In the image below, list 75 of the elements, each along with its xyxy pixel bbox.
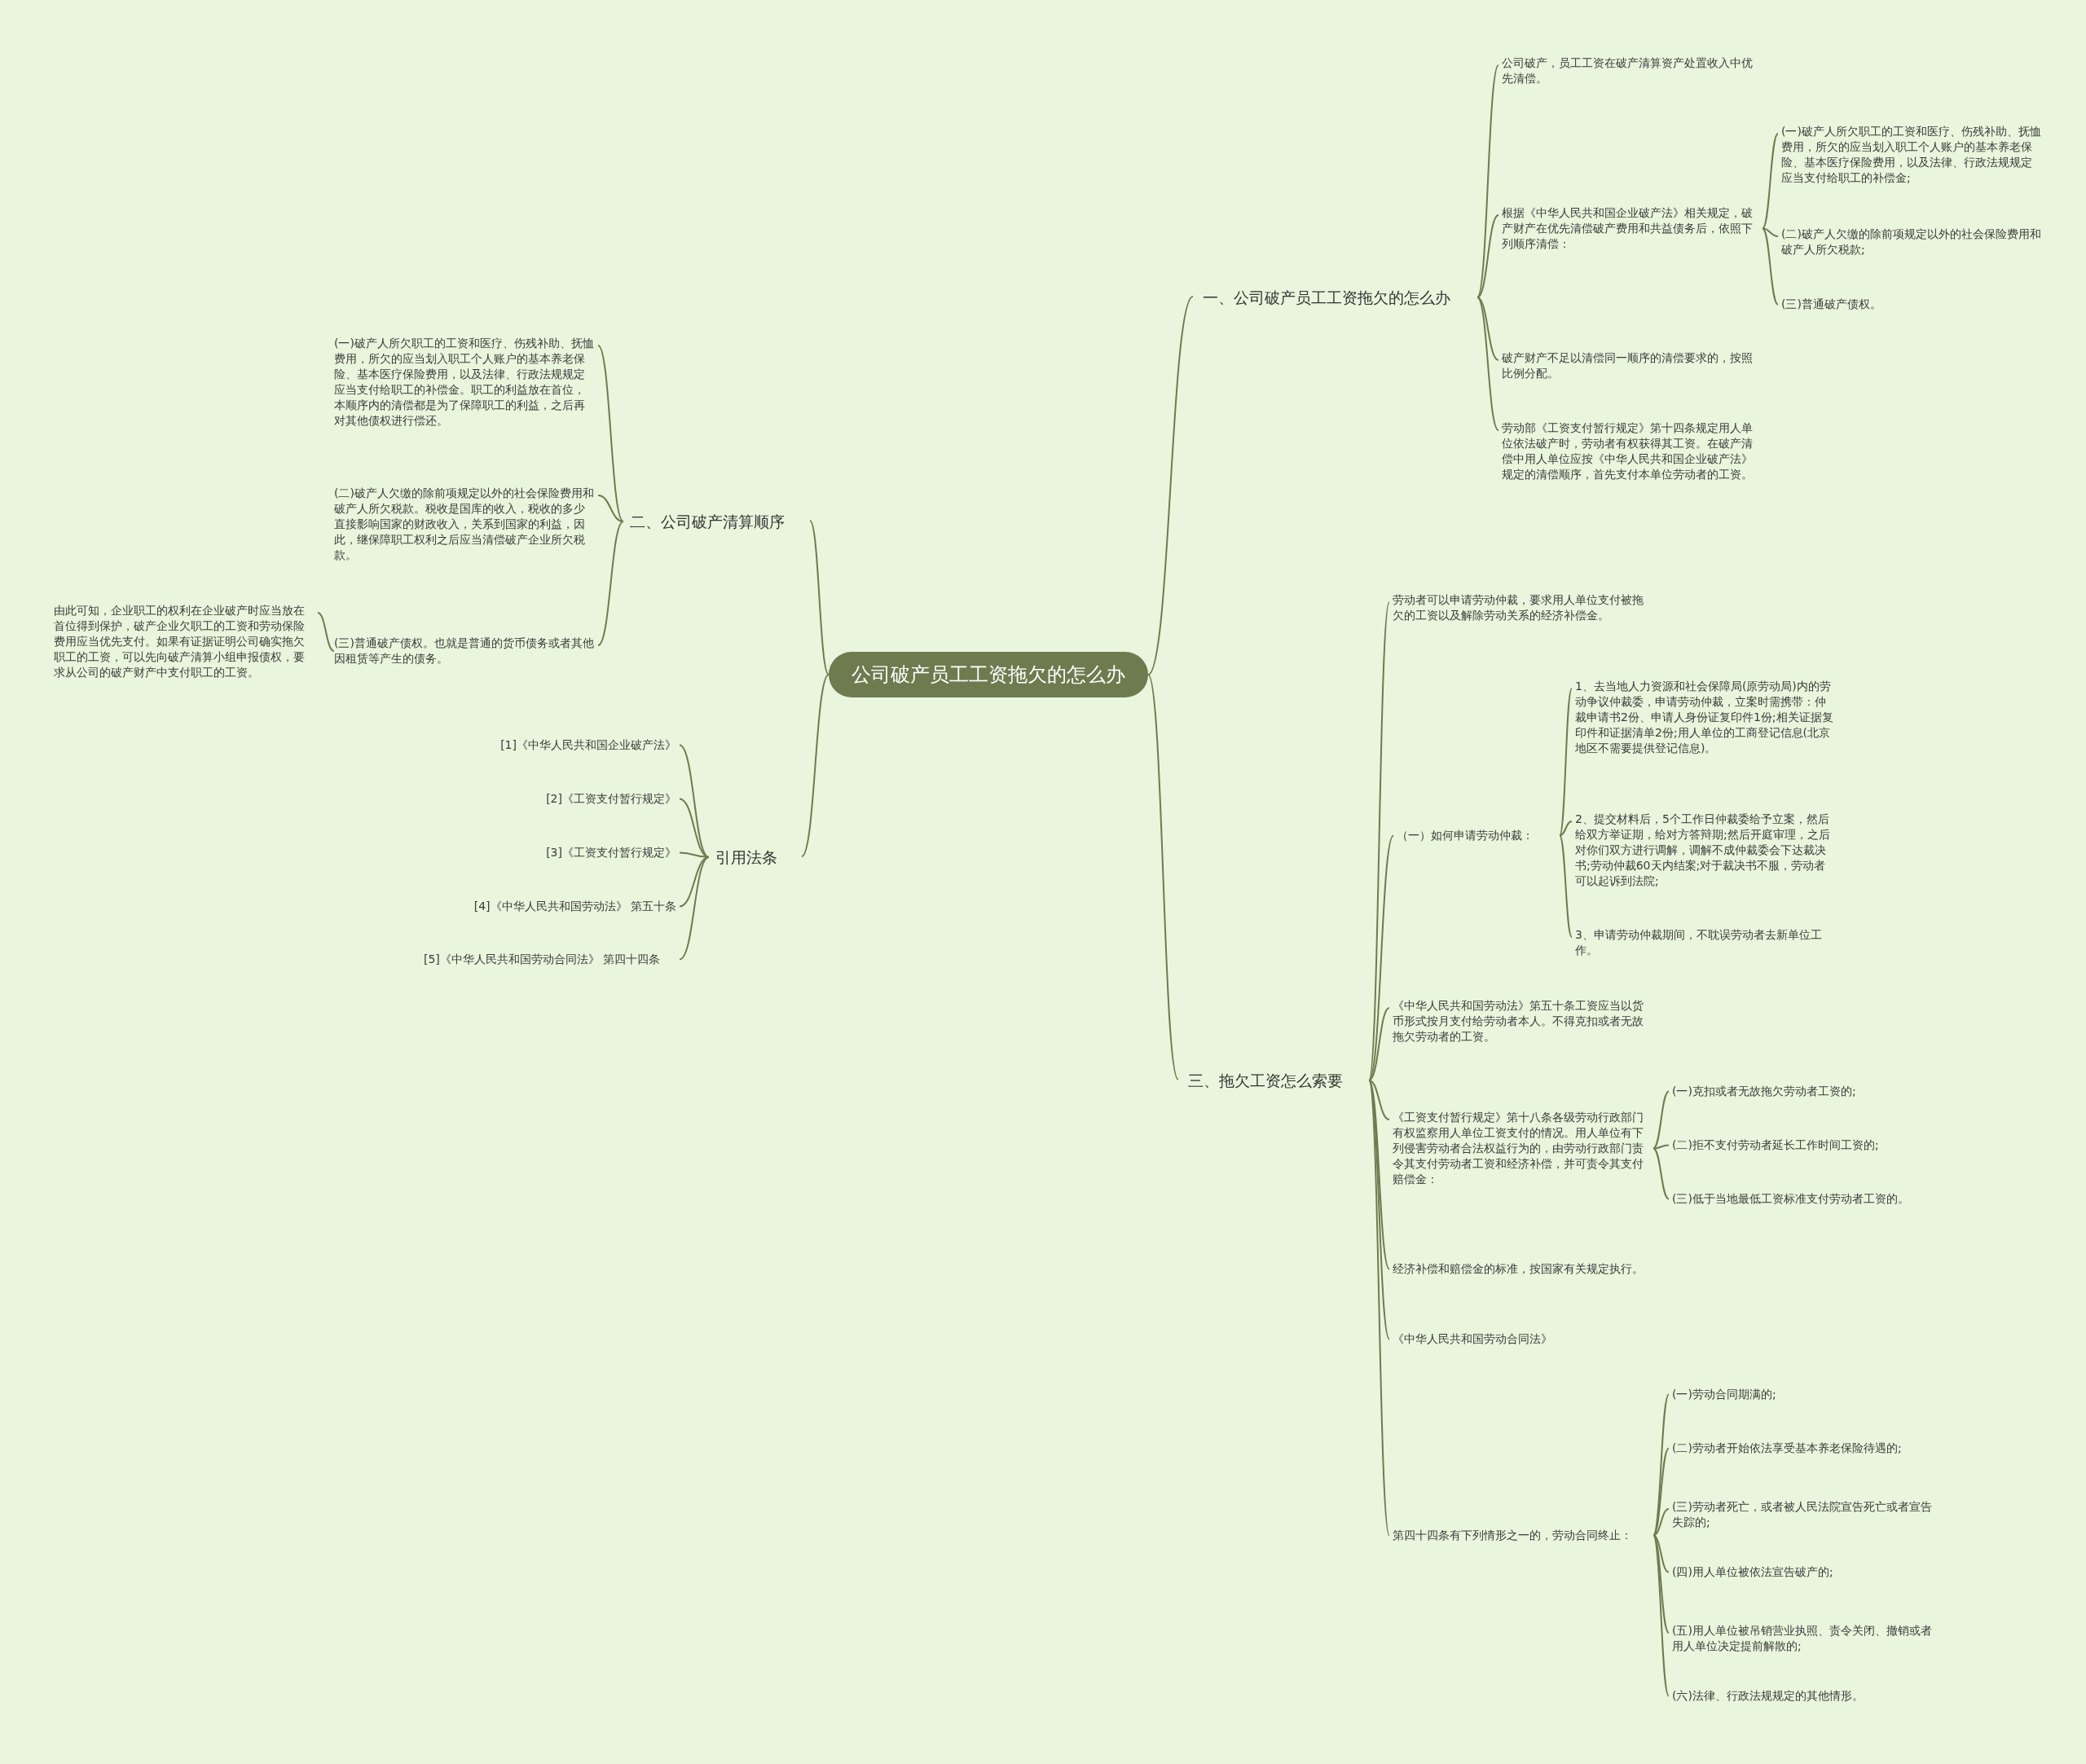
topic-text: [1]《中华人民共和国企业破产法》 <box>407 737 676 753</box>
topic-text: (三)劳动者死亡，或者被人民法院宣告死亡或者宣告失踪的; <box>1672 1499 1941 1530</box>
branch-topic: 三、拖欠工资怎么索要 <box>1182 1070 1369 1091</box>
connector-line <box>597 495 624 522</box>
topic-text: (二)劳动者开始依法享受基本养老保险待遇的; <box>1672 1441 1941 1456</box>
connector-line <box>1653 1534 1670 1634</box>
connector-line <box>1368 834 1394 1081</box>
connector-line <box>1147 674 1179 1080</box>
topic-text: 2、提交材料后，5个工作日仲裁委给予立案，然后给双方举证期，给对方答辩期;然后开庭审理，之后对你们双方进行调解，调解不成仲裁委会下达裁决书;劳动仲裁60天内结案;对于裁决书不服，劳动者可以起诉到法院; <box>1575 812 1836 889</box>
connector-line <box>1653 1144 1670 1150</box>
connector-line <box>679 856 710 908</box>
connector-line <box>1476 297 1499 431</box>
connector-line <box>679 798 710 858</box>
connector-line <box>1476 214 1499 298</box>
topic-text: (三)普通破产债权。也就是普通的货币债务或者其他因租赁等产生的债务。 <box>334 636 595 666</box>
topic-text: (一)破产人所欠职工的工资和医疗、伤残补助、抚恤费用，所欠的应当划入职工个人账户的基本养老保险、基本医疗保险费用，以及法律、行政法规规定应当支付给职工的补偿金; <box>1781 124 2042 186</box>
branch-topic: 二、公司破产清算顺序 <box>623 511 807 532</box>
branch-topic: 一、公司破产员工工资拖欠的怎么办 <box>1196 287 1477 308</box>
topic-text: 《中华人民共和国劳动合同法》 <box>1393 1331 1653 1347</box>
topic-text: 根据《中华人民共和国企业破产法》相关规定，破产财产在优先清偿破产费用和共益债务后，依照下列顺序清偿： <box>1502 205 1763 252</box>
connector-line <box>1653 1447 1670 1537</box>
central-topic: 公司破产员工工资拖欠的怎么办 <box>829 652 1148 697</box>
topic-text: (三)低于当地最低工资标准支付劳动者工资的。 <box>1672 1191 1941 1207</box>
connector-line <box>1653 1508 1670 1537</box>
connector-line <box>1368 1080 1390 1537</box>
topic-text: 劳动部《工资支付暂行规定》第十四条规定用人单位依法破产时，劳动者有权获得其工资。在破产清偿中用人单位应按《中华人民共和国企业破产法》规定的清偿顺序，首先支付本单位劳动者的工资。 <box>1502 420 1763 482</box>
connector-line <box>1368 1007 1390 1081</box>
topic-text: (二)破产人欠缴的除前项规定以外的社会保险费用和破产人所欠税款。税收是国库的收入，税收的多少直接影响国家的财政收入，关系到国家的利益，因此，继保障职工权利之后应当清偿破产企业所欠税款。 <box>334 486 595 563</box>
topic-text: 劳动者可以申请劳动仲裁，要求用人单位支付被拖欠的工资以及解除劳动关系的经济补偿金。 <box>1393 592 1653 623</box>
connector-line <box>1653 1147 1670 1200</box>
topic-text: [3]《工资支付暂行规定》 <box>407 845 676 860</box>
connector-line <box>1368 1080 1390 1120</box>
topic-text: 第四十四条有下列情形之一的，劳动合同终止： <box>1393 1528 1653 1543</box>
connector-line <box>1653 1090 1670 1150</box>
connector-line <box>679 856 710 961</box>
topic-text: 《中华人民共和国劳动法》第五十条工资应当以货币形式按月支付给劳动者本人。不得克扣或者无故拖欠劳动者的工资。 <box>1393 998 1653 1045</box>
topic-text: (六)法律、行政法规规定的其他情形。 <box>1672 1688 1941 1704</box>
topic-text: 3、申请劳动仲裁期间，不耽误劳动者去新单位工作。 <box>1575 927 1836 958</box>
topic-text: [4]《中华人民共和国劳动法》 第五十条 <box>407 899 676 914</box>
topic-text: (四)用人单位被依法宣告破产的; <box>1672 1564 1941 1580</box>
topic-text: (二)破产人欠缴的除前项规定以外的社会保险费用和破产人所欠税款; <box>1781 227 2042 257</box>
topic-text: (二)拒不支付劳动者延长工作时间工资的; <box>1672 1137 1941 1153</box>
topic-text: [5]《中华人民共和国劳动合同法》 第四十四条 <box>424 952 676 967</box>
topic-text: 1、去当地人力资源和社会保障局(原劳动局)内的劳动争议仲裁委，申请劳动仲裁，立案时需携带：仲裁申请书2份、申请人身份证复印件1份;相关证据复印件和证据清单2份;用人单位的工商登记信息(北京地区不需要提供登记信息)。 <box>1575 679 1836 756</box>
connector-line <box>1147 296 1194 675</box>
connector-line <box>801 674 830 857</box>
connector-line <box>1653 1534 1670 1573</box>
topic-text: 由此可知，企业职工的权利在企业破产时应当放在首位得到保护，破产企业欠职工的工资和劳动保险费用应当优先支付。如果有证据证明公司确实拖欠职工的工资，可以先向破产清算小组申报债权，要求从公司的破产财产中支付职工的工资。 <box>54 603 315 680</box>
connector-line <box>1762 227 1779 306</box>
connector-line <box>1762 133 1779 230</box>
connector-line <box>1762 227 1779 237</box>
branch-topic: 引用法条 <box>709 847 799 868</box>
connector-line <box>1368 1080 1390 1340</box>
topic-text: 经济补偿和赔偿金的标准，按国家有关规定执行。 <box>1393 1261 1653 1277</box>
connector-line <box>317 612 335 652</box>
topic-text: (一)劳动合同期满的; <box>1672 1387 1941 1402</box>
connector-line <box>597 521 624 646</box>
topic-text: 《工资支付暂行规定》第十八条各级劳动行政部门有权监察用人单位工资支付的情况。用人单位有下列侵害劳动者合法权益行为的，由劳动行政部门责令其支付劳动者工资和经济补偿，并可责令其支付赔偿金： <box>1393 1110 1653 1187</box>
connector-line <box>1653 1534 1670 1697</box>
connector-line <box>809 520 830 675</box>
topic-text: (一)破产人所欠职工的工资和医疗、伤残补助、抚恤费用，所欠的应当划入职工个人账户的基本养老保险、基本医疗保险费用，以及法律、行政法规规定应当支付给职工的补偿金。职工的利益放在首位，本顺序内的清偿都是为了保障职工的利益，之后再对其他债权进行偿还。 <box>334 336 595 429</box>
connector-line <box>1559 688 1573 837</box>
topic-text: (三)普通破产债权。 <box>1781 297 2042 312</box>
topic-text: （一）如何申请劳动仲裁： <box>1397 828 1560 843</box>
connector-line <box>1559 820 1573 837</box>
connector-line <box>1476 64 1499 298</box>
topic-text: 公司破产，员工工资在破产清算资产处置收入中优先清偿。 <box>1502 55 1763 86</box>
topic-text: (五)用人单位被吊销营业执照、责令关闭、撤销或者用人单位决定提前解散的; <box>1672 1623 1941 1654</box>
topic-text: [2]《工资支付暂行规定》 <box>407 791 676 807</box>
connector-line <box>1368 601 1390 1081</box>
connector-line <box>1476 297 1499 361</box>
connector-line <box>1559 834 1573 938</box>
topic-text: 破产财产不足以清偿同一顺序的清偿要求的，按照比例分配。 <box>1502 350 1763 381</box>
topic-text: (一)克扣或者无故拖欠劳动者工资的; <box>1672 1084 1941 1099</box>
connector-line <box>597 345 624 522</box>
